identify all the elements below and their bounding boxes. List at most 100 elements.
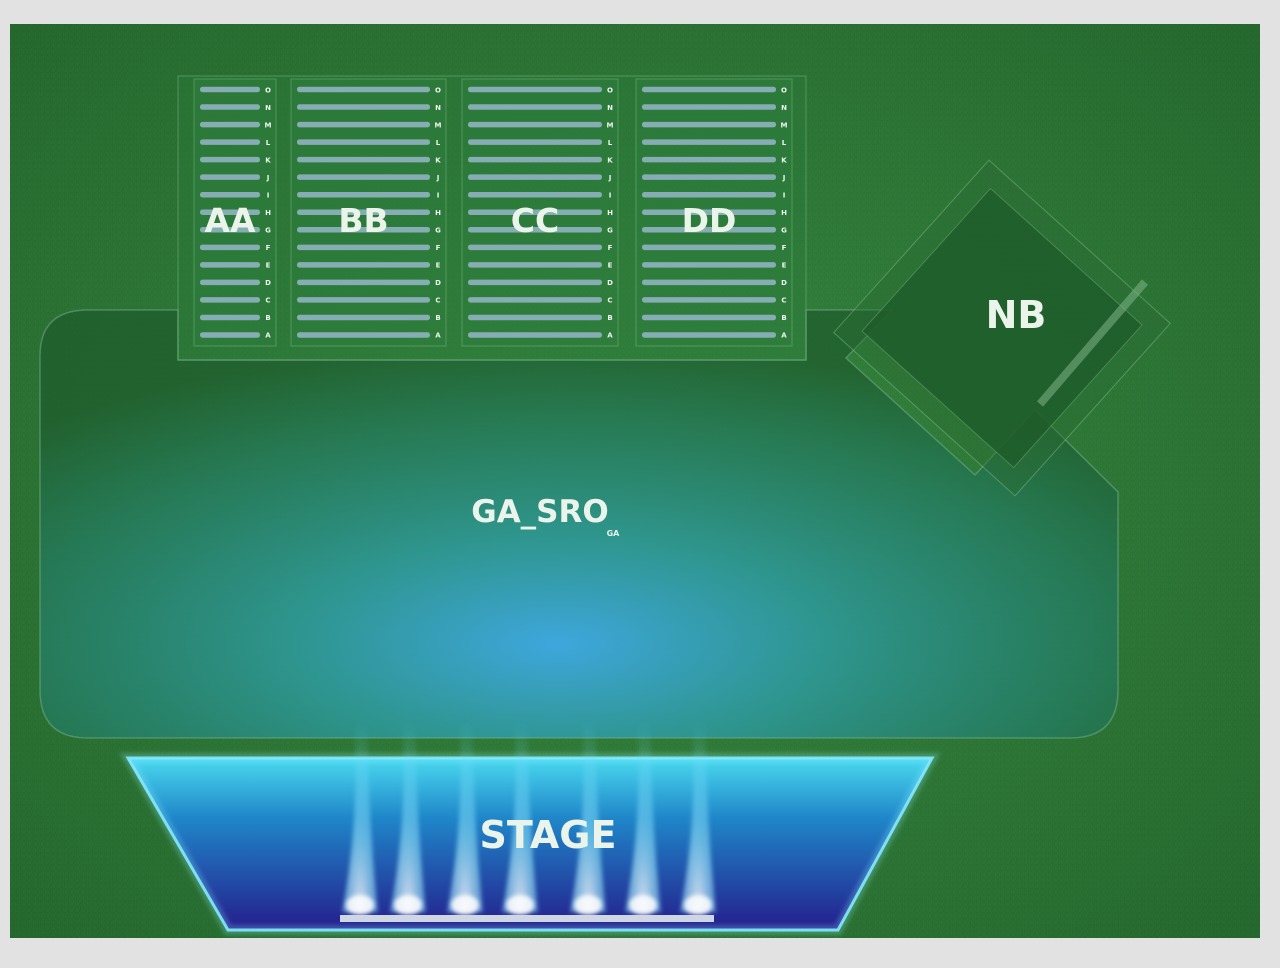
seat-row-cc-e[interactable] — [468, 262, 602, 268]
row-letter: F — [782, 244, 787, 252]
seat-row-dd-o[interactable] — [642, 86, 776, 93]
seat-row-dd-j[interactable] — [642, 174, 776, 180]
seat-row-aa-n[interactable] — [200, 104, 260, 110]
row-letter: C — [781, 297, 786, 305]
seat-row-aa-f[interactable] — [200, 244, 260, 251]
row-letter: H — [435, 209, 441, 217]
seat-row-dd-d[interactable] — [642, 279, 776, 286]
section-nb[interactable] — [861, 187, 1143, 469]
row-letter: K — [435, 156, 441, 164]
row-letter: L — [782, 139, 787, 147]
seat-row-aa-h[interactable] — [200, 209, 260, 216]
row-letter: H — [265, 209, 271, 217]
row-letter: N — [265, 104, 271, 112]
seat-row-dd-l[interactable] — [642, 139, 776, 145]
row-letter: F — [436, 244, 441, 252]
seat-row-dd-e[interactable] — [642, 262, 776, 268]
seat-row-cc-f[interactable] — [468, 244, 602, 251]
row-letter: G — [435, 227, 441, 235]
row-letter: M — [607, 121, 614, 129]
seat-row-bb-h[interactable] — [297, 209, 430, 216]
seat-row-dd-k[interactable] — [642, 156, 776, 163]
seat-row-aa-i[interactable] — [200, 191, 260, 198]
seat-row-cc-m[interactable] — [468, 121, 602, 128]
light-source — [346, 895, 374, 915]
row-letter: N — [435, 104, 441, 112]
seat-row-cc-d[interactable] — [468, 279, 602, 286]
section-nb-group: NB — [833, 159, 1171, 497]
row-letter: B — [781, 314, 786, 322]
seat-row-aa-j[interactable] — [200, 174, 260, 180]
seat-row-aa-d[interactable] — [200, 279, 260, 286]
seat-row-aa-k[interactable] — [200, 156, 260, 163]
seat-row-dd-h[interactable] — [642, 209, 776, 216]
row-letter: I — [609, 191, 612, 199]
seat-row-dd-g[interactable] — [642, 227, 776, 233]
seat-row-dd-c[interactable] — [642, 297, 776, 303]
seat-row-cc-j[interactable] — [468, 174, 602, 180]
row-letter: F — [608, 244, 613, 252]
seat-row-aa-b[interactable] — [200, 314, 260, 321]
seat-row-bb-n[interactable] — [297, 104, 430, 110]
seat-row-bb-i[interactable] — [297, 191, 430, 198]
seat-row-aa-c[interactable] — [200, 297, 260, 303]
seat-row-dd-b[interactable] — [642, 314, 776, 321]
light-beam — [570, 720, 606, 912]
seat-row-cc-a[interactable] — [468, 332, 602, 338]
row-letter: G — [265, 227, 271, 235]
seat-row-bb-e[interactable] — [297, 262, 430, 268]
seat-row-bb-a[interactable] — [297, 332, 430, 338]
seat-row-bb-k[interactable] — [297, 156, 430, 163]
seat-row-aa-a[interactable] — [200, 332, 260, 338]
seat-row-dd-i[interactable] — [642, 191, 776, 198]
row-letter: C — [265, 297, 270, 305]
seat-row-dd-f[interactable] — [642, 244, 776, 251]
seat-row-dd-m[interactable] — [642, 121, 776, 128]
seat-row-bb-m[interactable] — [297, 121, 430, 128]
row-letter: M — [435, 121, 442, 129]
seat-row-aa-g[interactable] — [200, 227, 260, 233]
row-letter: J — [436, 174, 440, 182]
seat-row-cc-l[interactable] — [468, 139, 602, 145]
row-letter: J — [782, 174, 786, 182]
seat-row-bb-l[interactable] — [297, 139, 430, 145]
seat-row-aa-e[interactable] — [200, 262, 260, 268]
seat-row-cc-h[interactable] — [468, 209, 602, 216]
seat-row-cc-c[interactable] — [468, 297, 602, 303]
seat-row-dd-n[interactable] — [642, 104, 776, 110]
ga-sro-label: GA_SRO — [471, 494, 609, 530]
row-letter: H — [781, 209, 787, 217]
row-letter: M — [265, 121, 272, 129]
row-letter: B — [435, 314, 440, 322]
seat-row-aa-l[interactable] — [200, 139, 260, 145]
light-beam — [342, 720, 378, 912]
seat-row-aa-m[interactable] — [200, 121, 260, 128]
stage-group: STAGE — [119, 720, 941, 935]
seat-row-bb-d[interactable] — [297, 279, 430, 286]
seat-row-dd-a[interactable] — [642, 332, 776, 338]
row-letter: D — [781, 279, 787, 287]
section-ga-sro[interactable] — [39, 309, 1119, 739]
row-letter: F — [266, 244, 271, 252]
seat-row-bb-o[interactable] — [297, 86, 430, 93]
seat-row-bb-b[interactable] — [297, 314, 430, 321]
seat-row-bb-f[interactable] — [297, 244, 430, 251]
seat-row-cc-b[interactable] — [468, 314, 602, 321]
seat-row-bb-j[interactable] — [297, 174, 430, 180]
seat-row-bb-c[interactable] — [297, 297, 430, 303]
seat-row-aa-o[interactable] — [200, 86, 260, 93]
row-letter: G — [607, 227, 613, 235]
seat-row-cc-o[interactable] — [468, 86, 602, 93]
seat-row-cc-g[interactable] — [468, 227, 602, 233]
seat-row-cc-n[interactable] — [468, 104, 602, 110]
seat-row-cc-k[interactable] — [468, 156, 602, 163]
row-letter: A — [435, 332, 441, 340]
seat-row-bb-g[interactable] — [297, 227, 430, 233]
row-letter: D — [607, 279, 613, 287]
row-letter: C — [607, 297, 612, 305]
seat-row-cc-i[interactable] — [468, 191, 602, 198]
